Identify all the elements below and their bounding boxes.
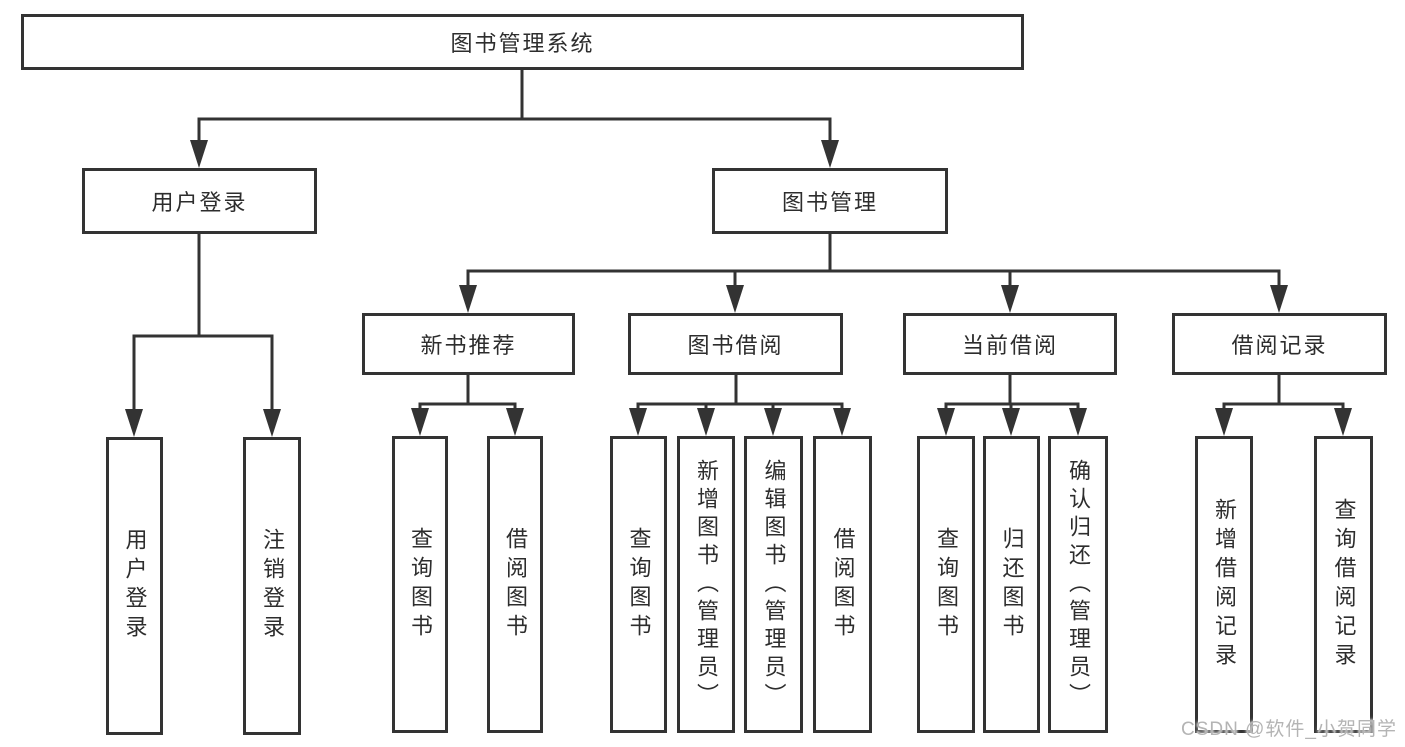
- node-book-borrow: 图书借阅: [628, 313, 843, 375]
- node-label: 归还图书: [999, 526, 1025, 643]
- node-label: 图书管理: [781, 190, 878, 215]
- leaf-return-book: 归还图书: [983, 436, 1040, 733]
- node-label: 借阅记录: [1231, 333, 1328, 358]
- node-label: 新书推荐: [420, 333, 517, 358]
- node-label: 新增借阅记录: [1212, 497, 1237, 672]
- node-label: 图书借阅: [687, 333, 784, 358]
- node-label: 查询图书: [934, 526, 959, 643]
- node-label: 查询借阅记录: [1331, 497, 1357, 672]
- leaf-add-borrow-record: 新增借阅记录: [1195, 436, 1253, 733]
- leaf-query-book: 查询图书: [917, 436, 975, 733]
- node-label: 用户登录: [122, 528, 148, 644]
- leaf-query-book: 查询图书: [392, 436, 448, 733]
- csdn-watermark: CSDN @软件_小贺同学: [1181, 719, 1397, 740]
- node-book-management: 图书管理: [712, 168, 948, 234]
- leaf-query-book: 查询图书: [610, 436, 667, 733]
- node-borrow-record: 借阅记录: [1172, 313, 1387, 375]
- arrowheads: [125, 140, 1352, 437]
- leaf-user-login: 用户登录: [106, 437, 163, 735]
- node-label: 查询图书: [626, 526, 652, 643]
- leaf-query-borrow-record: 查询借阅记录: [1314, 436, 1373, 733]
- node-label: 新增图书（管理员）: [694, 458, 719, 711]
- leaf-confirm-return-admin: 确认归还（管理员）: [1048, 436, 1108, 733]
- node-library-management-system: 图书管理系统: [21, 14, 1024, 70]
- leaf-logout: 注销登录: [243, 437, 301, 735]
- node-label: 确认归还（管理员）: [1066, 458, 1091, 711]
- node-label: 借阅图书: [830, 526, 856, 643]
- node-user-login-group: 用户登录: [82, 168, 317, 234]
- node-label: 图书管理系统: [450, 31, 595, 56]
- leaf-borrow-book: 借阅图书: [487, 436, 543, 733]
- node-new-book-recommend: 新书推荐: [362, 313, 575, 375]
- node-current-borrow: 当前借阅: [903, 313, 1117, 375]
- node-label: 编辑图书（管理员）: [761, 458, 787, 711]
- node-label: 借阅图书: [503, 526, 528, 643]
- node-label: 当前借阅: [961, 333, 1058, 358]
- node-label: 用户登录: [151, 190, 248, 215]
- leaf-add-book-admin: 新增图书（管理员）: [677, 436, 735, 733]
- node-label: 注销登录: [260, 528, 285, 644]
- node-label: 查询图书: [408, 526, 433, 643]
- leaf-borrow-book: 借阅图书: [813, 436, 872, 733]
- leaf-edit-book-admin: 编辑图书（管理员）: [744, 436, 803, 733]
